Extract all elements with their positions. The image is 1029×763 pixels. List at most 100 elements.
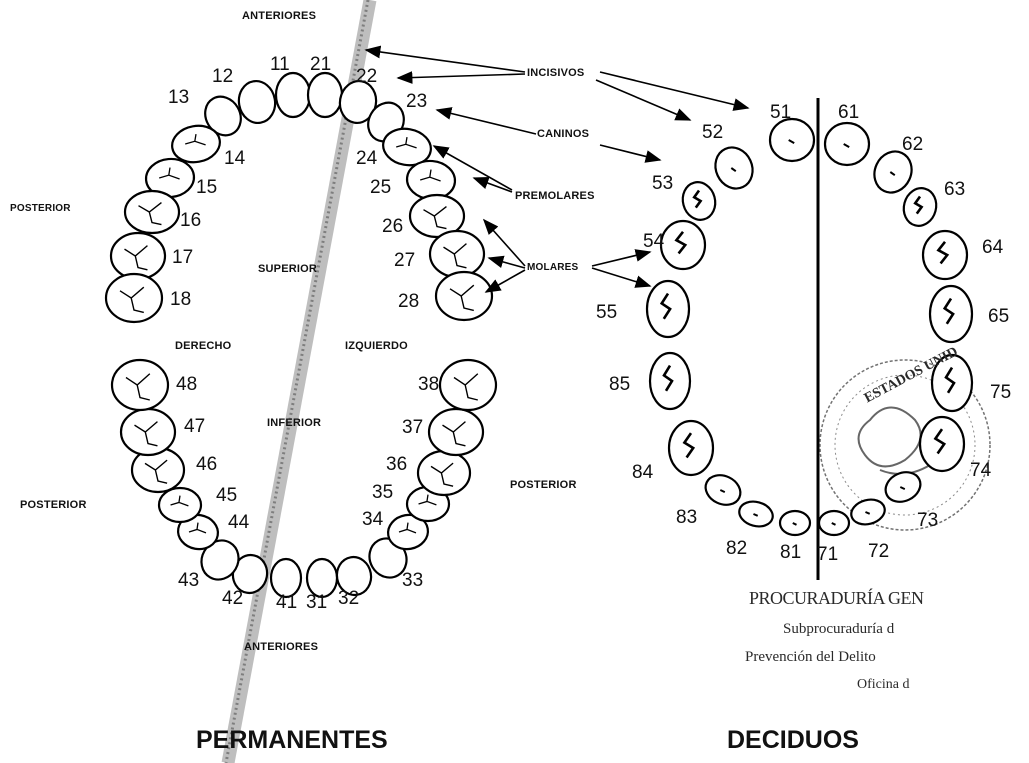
tooth-number-28: 28: [398, 291, 419, 312]
deciduous-teeth: 51 52 53 54 55 61 62 63 64 65 71 72 73 74 75 81 82 83 84 85: [596, 102, 1011, 565]
tooth-12: [236, 78, 279, 126]
tooth-number-38: 38: [418, 374, 439, 395]
tooth-number-34: 34: [362, 509, 384, 530]
tooth-38: [440, 360, 496, 410]
stamp-line-1: PROCURADURÍA GEN: [749, 588, 924, 609]
tooth-number-61: 61: [838, 102, 859, 123]
tooth-number-14: 14: [224, 148, 246, 169]
tooth-11: [276, 73, 310, 117]
tooth-number-73: 73: [917, 510, 938, 531]
tooth-number-55: 55: [596, 302, 617, 323]
tooth-number-35: 35: [372, 482, 393, 503]
tooth-number-18: 18: [170, 289, 191, 310]
stamp-line-4: Oficina d: [857, 677, 909, 693]
tooth-number-51: 51: [770, 102, 791, 123]
tooth-number-37: 37: [402, 417, 423, 438]
title-permanentes: PERMANENTES: [196, 726, 388, 755]
tooth-number-62: 62: [902, 134, 923, 155]
tooth-number-81: 81: [780, 542, 801, 563]
label-posterior-right: POSTERIOR: [510, 479, 577, 491]
tooth-number-31: 31: [306, 592, 327, 613]
tooth-number-82: 82: [726, 538, 747, 559]
tooth-85: [650, 353, 690, 409]
tooth-82: [736, 498, 775, 530]
tooth-number-33: 33: [402, 570, 423, 591]
label-inferior: INFERIOR: [267, 417, 321, 429]
tooth-64: [923, 231, 967, 279]
tooth-number-45: 45: [216, 485, 237, 506]
tooth-21: [308, 73, 342, 117]
tooth-45: [159, 488, 201, 522]
label-molares: MOLARES: [527, 262, 578, 273]
tooth-number-72: 72: [868, 541, 889, 562]
tooth-63: [900, 185, 941, 230]
tooth-number-42: 42: [222, 588, 243, 609]
tooth-52: [709, 141, 759, 194]
tooth-number-43: 43: [178, 570, 199, 591]
tooth-number-85: 85: [609, 374, 630, 395]
tooth-16: [125, 191, 179, 233]
label-posterior-upper-left: POSTERIOR: [10, 203, 71, 214]
tooth-number-65: 65: [988, 306, 1009, 327]
tooth-65: [930, 286, 972, 342]
label-incisivos: INCISIVOS: [527, 67, 584, 79]
tooth-number-64: 64: [982, 237, 1004, 258]
tooth-number-41: 41: [276, 592, 297, 613]
tooth-number-25: 25: [370, 177, 391, 198]
tooth-number-16: 16: [180, 210, 201, 231]
tooth-83: [701, 470, 745, 511]
tooth-number-84: 84: [632, 462, 654, 483]
tooth-17: [111, 233, 165, 279]
tooth-71: [819, 511, 849, 535]
title-deciduos: DECIDUOS: [727, 726, 859, 755]
tooth-number-11: 11: [270, 54, 290, 75]
tooth-number-83: 83: [676, 507, 697, 528]
tooth-number-74: 74: [970, 460, 992, 481]
tooth-number-47: 47: [184, 416, 205, 437]
tooth-53: [679, 179, 720, 224]
tooth-number-26: 26: [382, 216, 403, 237]
tooth-number-32: 32: [338, 588, 359, 609]
tooth-number-54: 54: [643, 231, 665, 252]
tooth-number-48: 48: [176, 374, 197, 395]
tooth-81: [780, 511, 810, 535]
tooth-number-53: 53: [652, 173, 673, 194]
tooth-number-63: 63: [944, 179, 965, 200]
stamp-line-3: Prevención del Delito: [745, 649, 876, 666]
tooth-27: [430, 231, 484, 277]
tooth-number-44: 44: [228, 512, 250, 533]
tooth-number-27: 27: [394, 250, 415, 271]
tooth-number-75: 75: [990, 382, 1011, 403]
tooth-72: [848, 496, 887, 528]
label-caninos: CANINOS: [537, 128, 589, 140]
tooth-51: [770, 119, 814, 161]
tooth-74: [920, 417, 964, 471]
tooth-18: [106, 274, 162, 322]
tooth-37: [429, 409, 483, 455]
label-superior: SUPERIOR: [258, 263, 317, 275]
label-derecho: DERECHO: [175, 340, 231, 352]
tooth-number-21: 21: [310, 54, 331, 75]
tooth-61: [825, 123, 869, 165]
tooth-47: [121, 409, 175, 455]
tooth-number-23: 23: [406, 91, 427, 112]
tooth-number-12: 12: [212, 66, 233, 87]
tooth-number-71: 71: [817, 544, 838, 565]
label-izquierdo: IZQUIERDO: [345, 340, 408, 352]
tooth-number-36: 36: [386, 454, 407, 475]
label-premolares: PREMOLARES: [515, 190, 595, 202]
label-anteriores-bottom: ANTERIORES: [244, 641, 318, 653]
tooth-48: [112, 360, 168, 410]
tooth-number-52: 52: [702, 122, 723, 143]
label-posterior-lower-left: POSTERIOR: [20, 499, 87, 511]
tooth-28: [436, 272, 492, 320]
label-anteriores-top: ANTERIORES: [242, 10, 316, 22]
tooth-54: [661, 221, 705, 269]
tooth-number-17: 17: [172, 247, 193, 268]
tooth-number-15: 15: [196, 177, 217, 198]
tooth-55: [647, 281, 689, 337]
tooth-number-13: 13: [168, 87, 189, 108]
tooth-number-22: 22: [356, 66, 377, 87]
tooth-84: [669, 421, 713, 475]
